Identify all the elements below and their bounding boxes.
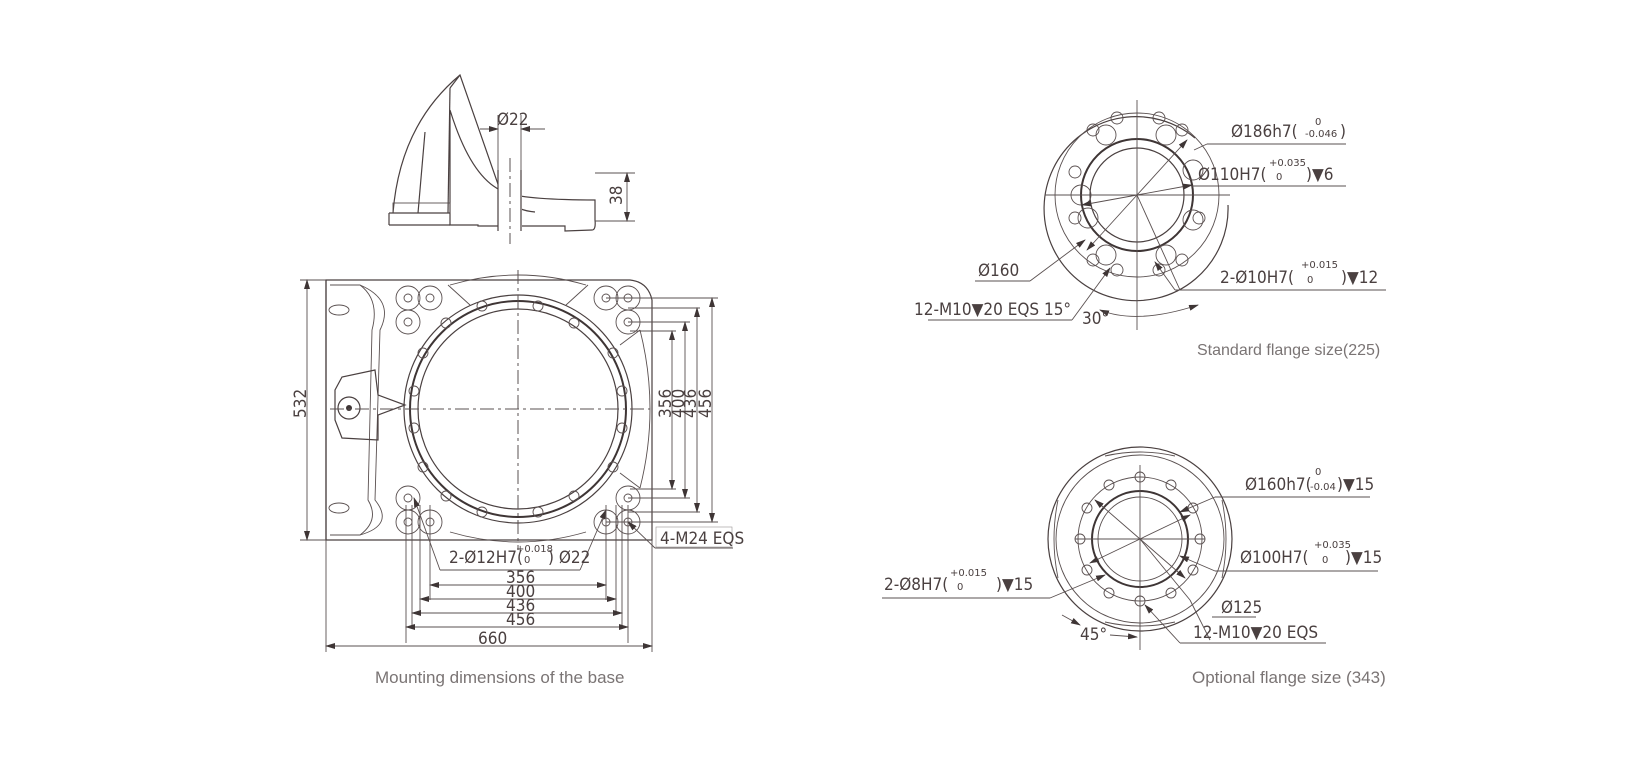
optional-flange-view: Ø160h7( 0 -0.04 )▼15 Ø100H7( +0.035 0 )▼… bbox=[882, 446, 1386, 687]
std-pin-holes-suffix: )▼12 bbox=[1341, 268, 1378, 288]
std-outer-fit-tol-lower: -0.046 bbox=[1305, 129, 1337, 140]
vertical-dim-456: 456 bbox=[696, 389, 716, 418]
opt-pin-holes-suffix: )▼15 bbox=[996, 575, 1033, 595]
opt-angle-label: 45° bbox=[1080, 625, 1107, 645]
pin-hole-tol-upper: +0.018 bbox=[516, 544, 553, 555]
std-inner-fit-label: Ø110H7( bbox=[1198, 165, 1266, 185]
vertical-dim-400: 400 bbox=[669, 389, 689, 418]
base-caption: Mounting dimensions of the base bbox=[375, 668, 625, 687]
opt-outer-fit-tol-lower: -0.04 bbox=[1310, 482, 1336, 493]
pin-hole-suffix: ) Ø22 bbox=[548, 548, 590, 568]
pin-hole-tol-lower: 0 bbox=[524, 555, 530, 566]
optional-flange-caption: Optional flange size (343) bbox=[1192, 668, 1386, 687]
opt-bolts-label: 12-M10▼20 EQS bbox=[1193, 623, 1318, 643]
std-outer-fit-tol-upper: 0 bbox=[1315, 117, 1321, 128]
base-plan-view: 532 356 400 436 456 4-M24 EQS 2-Ø12H7( bbox=[291, 270, 744, 687]
opt-inner-fit-tol-lower: 0 bbox=[1322, 555, 1328, 566]
pin-hole-label: 2-Ø12H7( bbox=[449, 548, 523, 568]
std-inner-fit-tol-lower: 0 bbox=[1276, 172, 1282, 183]
opt-inner-fit-suffix: )▼15 bbox=[1345, 548, 1382, 568]
std-pin-holes-tol-upper: +0.015 bbox=[1301, 260, 1338, 271]
opt-outer-fit-tol-upper: 0 bbox=[1315, 467, 1321, 478]
std-pcd-label: Ø160 bbox=[978, 261, 1019, 281]
horizontal-dim-436: 436 bbox=[506, 596, 535, 616]
std-pin-holes-label: 2-Ø10H7( bbox=[1220, 268, 1294, 288]
base-height-dimension: 532 bbox=[291, 389, 311, 418]
opt-outer-fit-label: Ø160h7( bbox=[1245, 475, 1312, 495]
vertical-dim-356: 356 bbox=[656, 389, 676, 418]
horizontal-dim-400: 400 bbox=[506, 582, 535, 602]
std-inner-fit-tol-upper: +0.035 bbox=[1269, 158, 1306, 169]
section-thickness: 38 bbox=[607, 186, 627, 205]
horizontal-dim-356: 356 bbox=[506, 568, 535, 588]
base-bolt-label: 4-M24 EQS bbox=[660, 529, 744, 549]
opt-inner-fit-label: Ø100H7( bbox=[1240, 548, 1308, 568]
standard-flange-view: Ø186h7( 0 -0.046 ) Ø110H7( +0.035 0 )▼6 … bbox=[914, 100, 1386, 359]
opt-pin-holes-tol-lower: 0 bbox=[957, 582, 963, 593]
base-width-dimension: 660 bbox=[478, 629, 507, 649]
std-pin-holes-tol-lower: 0 bbox=[1307, 275, 1313, 286]
section-hole-diameter: Ø22 bbox=[497, 110, 529, 130]
std-angle-label: 30° bbox=[1082, 309, 1109, 329]
std-outer-fit-suffix: ) bbox=[1340, 122, 1346, 142]
vertical-dim-436: 436 bbox=[681, 389, 701, 418]
opt-inner-fit-tol-upper: +0.035 bbox=[1314, 540, 1351, 551]
base-section-view: Ø22 38 bbox=[388, 73, 635, 245]
std-bolts-label: 12-M10▼20 EQS 15° bbox=[914, 300, 1071, 320]
opt-outer-fit-suffix: )▼15 bbox=[1337, 475, 1374, 495]
opt-pin-holes-tol-upper: +0.015 bbox=[950, 568, 987, 579]
horizontal-dim-456: 456 bbox=[506, 610, 535, 630]
opt-pcd-label: Ø125 bbox=[1221, 598, 1262, 618]
std-outer-fit-label: Ø186h7( bbox=[1231, 122, 1298, 142]
standard-flange-caption: Standard flange size(225) bbox=[1197, 342, 1380, 359]
std-inner-fit-suffix: )▼6 bbox=[1306, 165, 1333, 185]
opt-pin-holes-label: 2-Ø8H7( bbox=[884, 575, 948, 595]
